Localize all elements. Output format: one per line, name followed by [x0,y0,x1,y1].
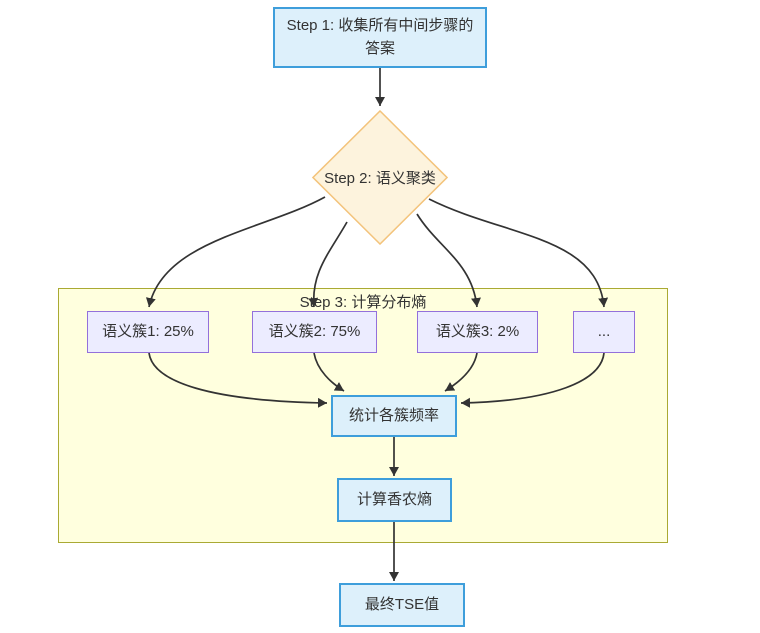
node-cluster2-label: 语义簇2: 75% [268,322,361,340]
node-cluster4-label: ... [597,322,611,340]
node-stats: 统计各簇频率 [331,395,457,437]
node-tse: 最终TSE值 [339,583,465,627]
node-stats-label: 统计各簇频率 [348,406,439,424]
node-step2-label: Step 2: 语义聚类 [324,170,436,187]
node-cluster1-label: 语义簇1: 25% [102,322,194,340]
node-shannon: 计算香农熵 [337,478,452,522]
node-step1: Step 1: 收集所有中间步骤的答案 [273,7,487,68]
diamond-shape-icon [312,110,448,245]
node-cluster3: 语义簇3: 2% [417,311,538,353]
node-step2-decision: Step 2: 语义聚类 [312,110,448,245]
node-cluster1: 语义簇1: 25% [87,311,209,353]
node-step1-label: Step 1: 收集所有中间步骤的答案 [286,17,474,57]
node-cluster4: ... [573,311,635,353]
node-shannon-label: 计算香农熵 [356,490,432,508]
group-step3-label: Step 3: 计算分布熵 [299,294,427,311]
node-cluster3-label: 语义簇3: 2% [435,322,520,340]
node-tse-label: 最终TSE值 [364,595,440,613]
node-cluster2: 语义簇2: 75% [252,311,377,353]
